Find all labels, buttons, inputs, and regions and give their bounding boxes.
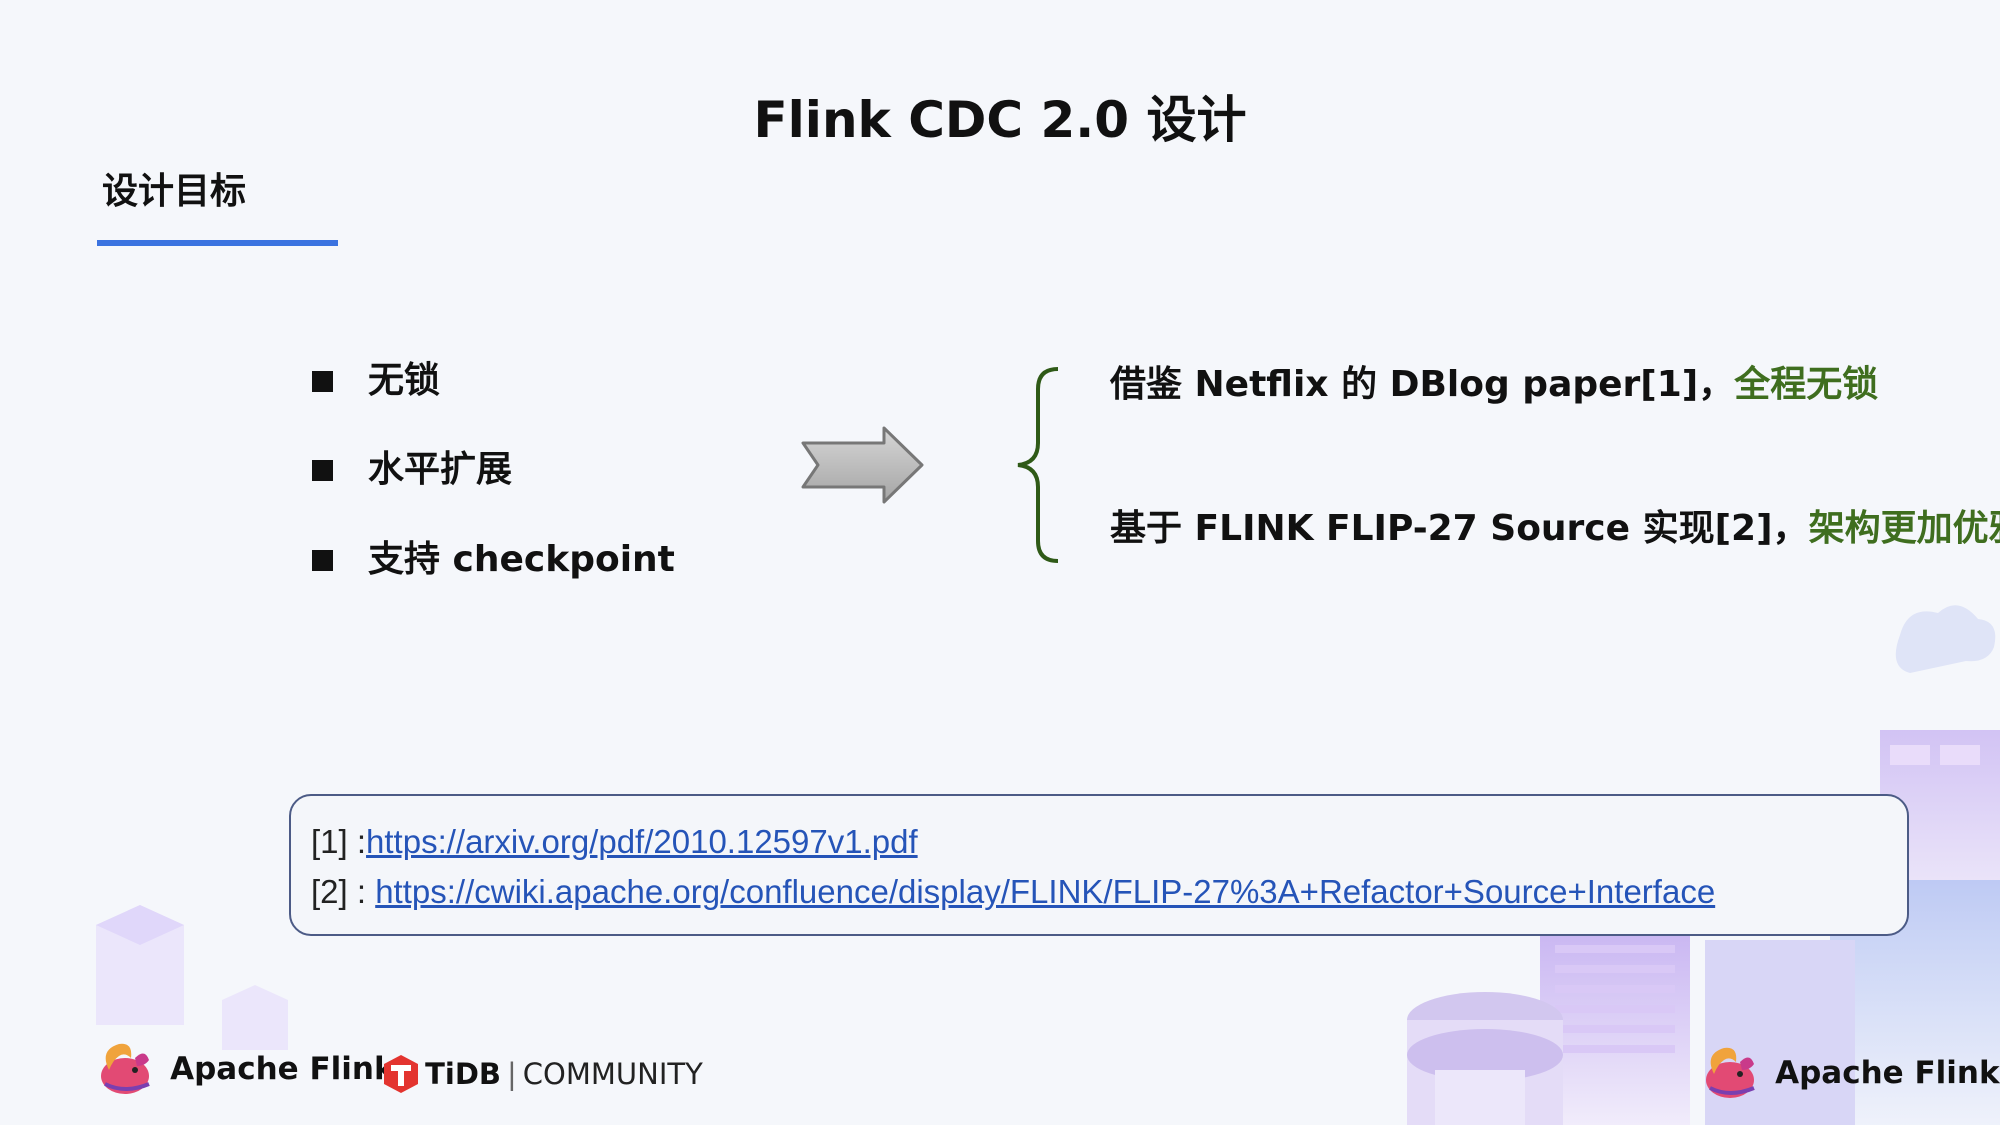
reference-2: [2] : https://cwiki.apache.org/confluenc… (311, 873, 1715, 911)
footer-flink-brand-left: Apache Flink (95, 1040, 395, 1098)
statement-flip27: 基于 FLINK FLIP-27 Source 实现[2]，架构更加优雅 (1110, 504, 2000, 554)
squirrel-logo-icon (1706, 1047, 1755, 1098)
footer-flink-label: Apache Flink (1775, 1055, 2000, 1091)
statement-highlight: 全程无锁 (1734, 364, 1879, 405)
bullet-square-icon (312, 550, 333, 571)
goal-label: 无锁 (368, 360, 441, 401)
statement-text: 基于 FLINK FLIP-27 Source 实现[2]， (1110, 508, 1809, 549)
reference-1: [1] :https://arxiv.org/pdf/2010.12597v1.… (311, 823, 918, 861)
goal-label: 水平扩展 (368, 449, 513, 490)
tidb-community-label: COMMUNITY (522, 1057, 703, 1091)
bullet-square-icon (312, 460, 333, 481)
section-underline (97, 240, 338, 246)
statement-lock-free: 借鉴 Netflix 的 DBlog paper[1]，全程无锁 (1110, 360, 1878, 410)
tidb-name: TiDB (425, 1057, 501, 1091)
reference-link-2[interactable]: https://cwiki.apache.org/confluence/disp… (375, 873, 1716, 910)
references-box: [1] :https://arxiv.org/pdf/2010.12597v1.… (289, 794, 1909, 936)
statement-text: 借鉴 Netflix 的 DBlog paper[1]， (1110, 364, 1735, 405)
bullet-square-icon (312, 371, 333, 392)
goal-label: 支持 checkpoint (368, 539, 675, 580)
reference-link-1[interactable]: https://arxiv.org/pdf/2010.12597v1.pdf (366, 823, 918, 860)
tidb-logo-icon (384, 1055, 418, 1093)
tidb-separator: | (507, 1057, 517, 1091)
footer-flink-brand-right: Apache Flink (1700, 1044, 2000, 1102)
footer-flink-label: Apache Flink (170, 1051, 395, 1087)
statement-highlight: 架构更加优雅 (1808, 508, 2000, 549)
right-arrow-icon (801, 426, 924, 504)
section-header: 设计目标 (102, 171, 247, 212)
squirrel-logo-icon (101, 1043, 150, 1094)
slide-title: Flink CDC 2.0 设计 (753, 91, 1247, 149)
reference-prefix: [2] : (311, 873, 376, 910)
reference-prefix: [1] : (311, 823, 367, 860)
left-brace-icon (1017, 367, 1059, 563)
footer-tidb-community: TiDB|COMMUNITY (382, 1053, 703, 1095)
